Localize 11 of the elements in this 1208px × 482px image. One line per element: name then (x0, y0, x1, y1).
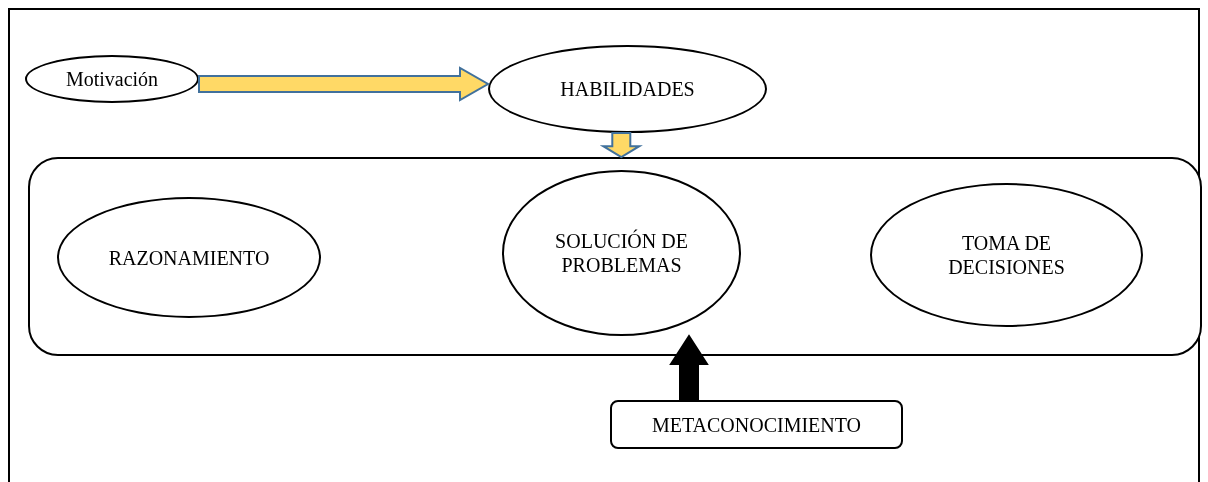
node-label: METACONOCIMIENTO (651, 412, 862, 437)
block-arrow (198, 66, 490, 102)
node-label: HABILIDADES (560, 77, 695, 101)
group-box (28, 157, 1202, 356)
block-arrow (669, 334, 709, 401)
node-label: SOLUCIÓN DE PROBLEMAS (554, 229, 689, 277)
block-arrow (599, 132, 643, 159)
node-label: RAZONAMIENTO (108, 245, 270, 270)
node-label: TOMA DE DECISIONES (947, 231, 1066, 279)
process-box (610, 400, 903, 449)
node-label: Motivación (65, 67, 159, 91)
